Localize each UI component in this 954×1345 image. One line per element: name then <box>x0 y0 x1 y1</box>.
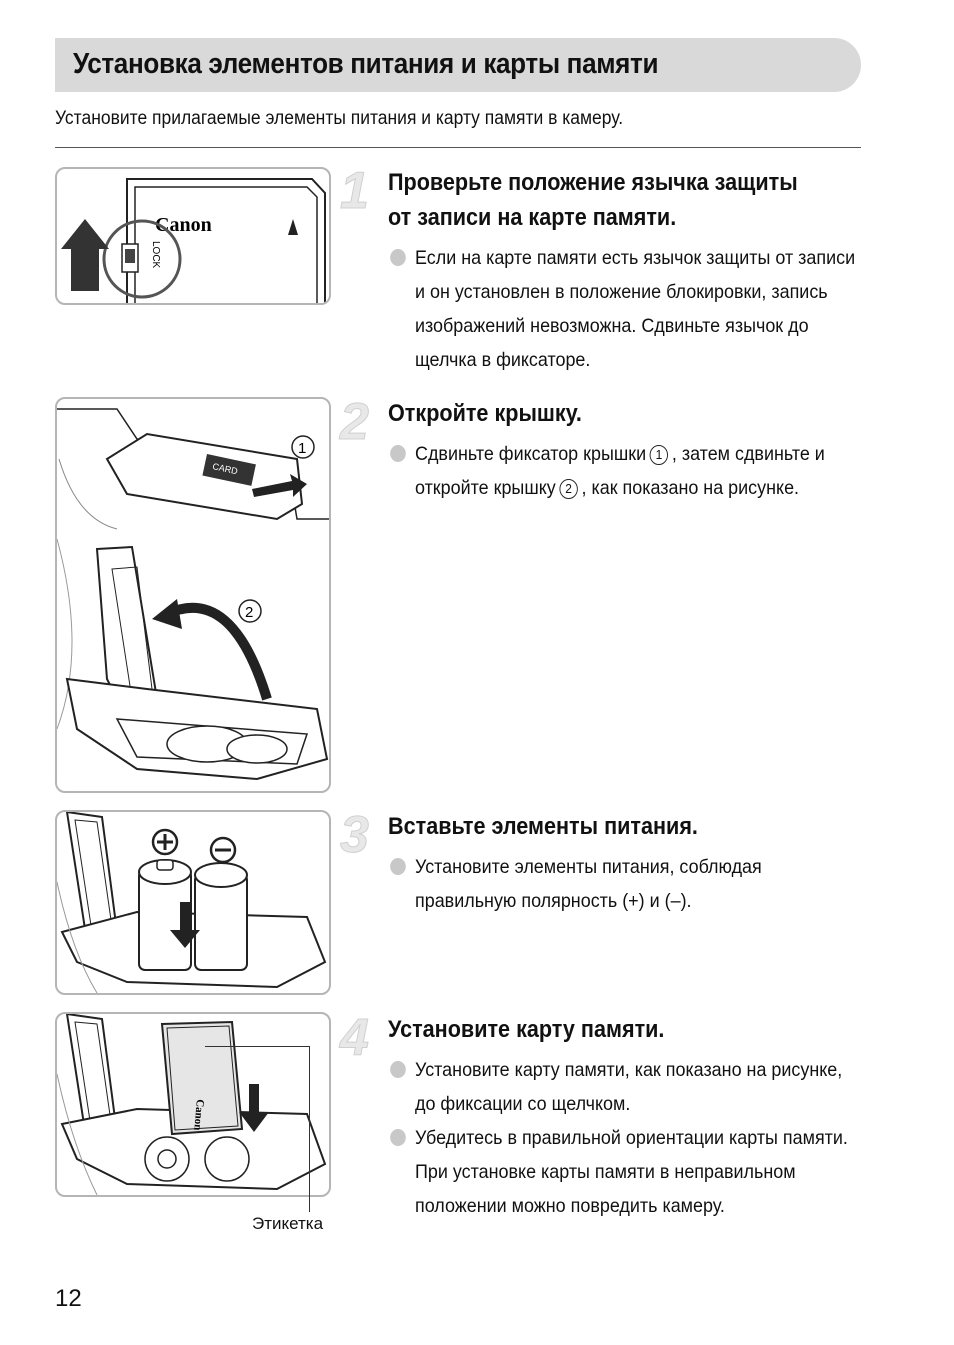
page-number: 12 <box>55 1285 82 1312</box>
intro-text: Установите прилагаемые элементы питания … <box>55 108 624 129</box>
step-bullet: Установите карту памяти, как показано на… <box>390 1053 861 1121</box>
step-title: Вставьте элементы питания. <box>388 813 698 840</box>
bullet-dot-icon <box>390 249 406 266</box>
illustration-card-insert: Canon <box>55 1012 331 1197</box>
card-lock-drawing: Canon LOCK <box>61 178 326 303</box>
label-leader-horizontal <box>205 1046 309 1047</box>
step-1: 1 Проверьте положение язычка защиты от з… <box>340 162 880 377</box>
batteries-drawing <box>57 812 327 993</box>
label-caption: Этикетка <box>252 1214 324 1233</box>
step-title: Установите карту памяти. <box>388 1016 665 1043</box>
bullet-dot-icon <box>390 1061 406 1078</box>
marker-1-icon: 1 <box>649 445 669 465</box>
step-2: 2 Откройте крышку. Сдвиньте фиксатор кры… <box>340 393 880 505</box>
card-brand-text: Canon <box>155 214 212 236</box>
illustration-batteries <box>55 810 331 995</box>
card-insert-drawing: Canon <box>57 1014 327 1195</box>
step-bullet: Если на карте памяти есть язычок защиты … <box>390 241 861 377</box>
step-number: 4 <box>340 1009 370 1068</box>
label-leader-vertical <box>309 1046 310 1212</box>
insert-direction-icon <box>288 219 298 235</box>
step-4: 4 Установите карту памяти. Установите ка… <box>340 1009 880 1223</box>
step-3: 3 Вставьте элементы питания. Установите … <box>340 806 880 918</box>
marker-2-icon: 2 <box>559 479 578 499</box>
bullet-dot-icon <box>390 445 406 462</box>
illustration-card-lock: Canon LOCK <box>55 167 331 305</box>
step-number: 1 <box>340 162 370 221</box>
divider <box>55 147 861 148</box>
step-title: Проверьте положение язычка защиты от зап… <box>388 169 798 231</box>
page-title: Установка элементов питания и карты памя… <box>73 48 659 80</box>
step-number: 3 <box>340 806 370 865</box>
step-bullet: Установите элементы питания, соблюдая пр… <box>390 850 861 918</box>
section-title-bar: Установка элементов питания и карты памя… <box>55 38 861 92</box>
bullet-dot-icon <box>390 1129 406 1146</box>
open-cover-drawing: CARD 1 2 <box>57 408 329 781</box>
marker-1: 1 <box>298 440 306 457</box>
step-bullet: Убедитесь в правильной ориентации карты … <box>390 1121 861 1223</box>
illustration-open-cover: CARD 1 2 <box>55 397 331 793</box>
slide-arrow-icon <box>252 474 307 497</box>
rotate-arrow-icon <box>152 599 182 629</box>
insert-arrow-icon <box>170 902 200 948</box>
arrow-up-icon <box>61 219 109 291</box>
card-lock-text: LOCK <box>150 241 161 269</box>
step-number: 2 <box>340 393 370 452</box>
step-title: Откройте крышку. <box>388 400 582 427</box>
marker-2: 2 <box>245 604 253 621</box>
insert-arrow-icon <box>239 1084 269 1132</box>
card-brand-text-rotated: Canon <box>191 1099 206 1131</box>
bullet-dot-icon <box>390 858 406 875</box>
